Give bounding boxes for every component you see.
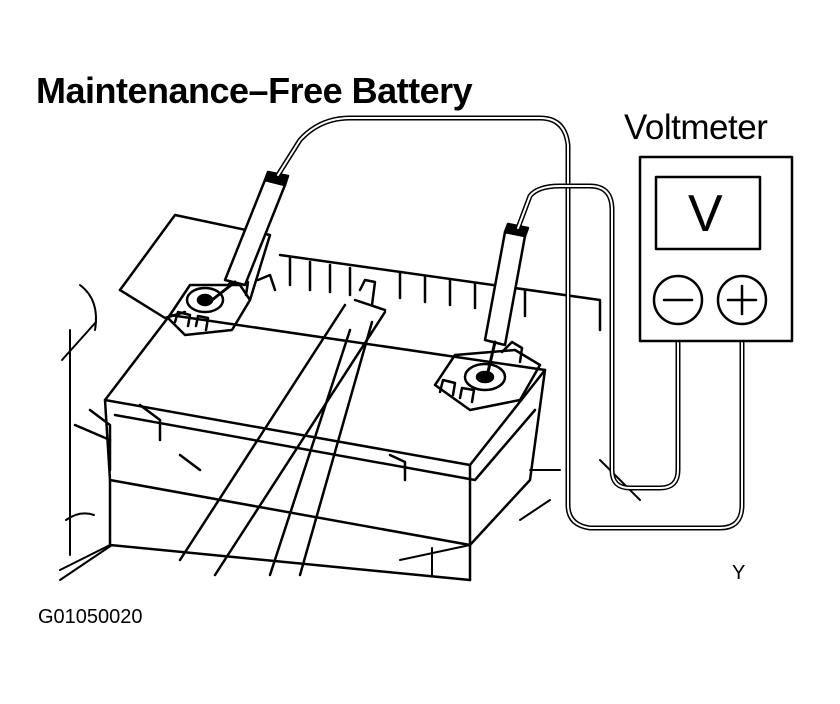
test-leads [275, 115, 745, 531]
hold-down-bar [178, 278, 387, 577]
voltmeter-label: Voltmeter [624, 108, 768, 147]
corner-mark: Y [732, 562, 746, 584]
positive-battery-terminal [433, 340, 542, 412]
diagram-title: Maintenance–Free Battery [36, 70, 473, 111]
battery-holder [118, 213, 602, 332]
engine-bay-outline [59, 284, 641, 581]
voltmeter-display [654, 175, 762, 251]
positive-test-probe [483, 222, 530, 374]
negative-test-probe [210, 170, 290, 302]
voltmeter-dial-symbol: V [688, 185, 723, 243]
voltmeter-terminals [652, 274, 768, 326]
figure-code: G01050020 [38, 606, 143, 628]
